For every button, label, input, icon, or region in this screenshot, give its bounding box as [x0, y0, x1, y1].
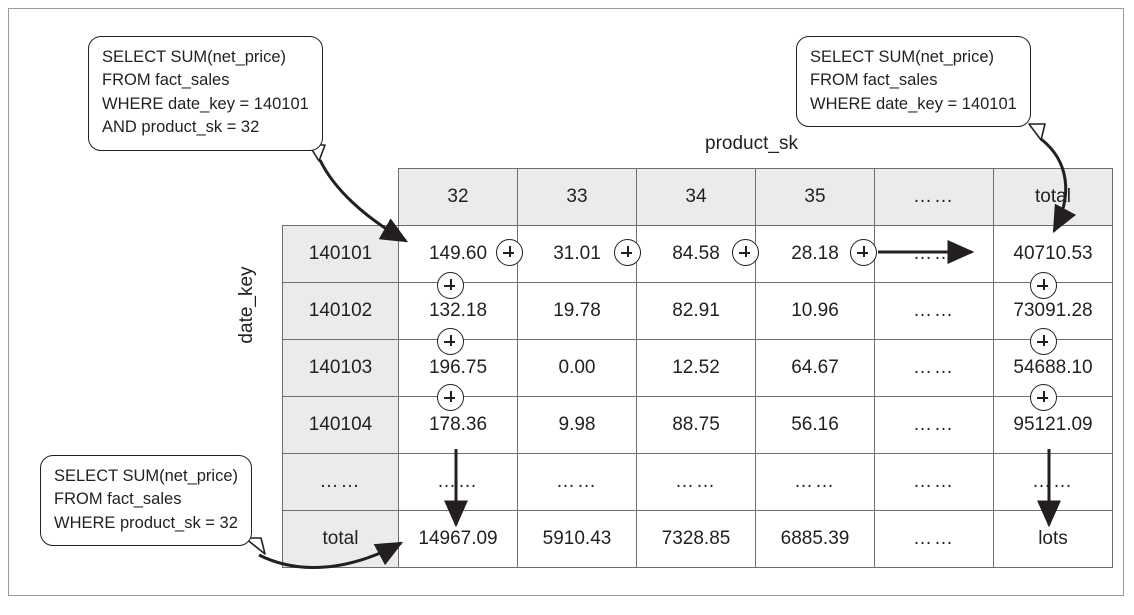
table-row: 140103 196.75 0.00 12.52 64.67 …… 54688.…: [282, 339, 1113, 397]
row-header-total: total: [282, 510, 399, 568]
cell-ellipsis-ellipsis: ……: [874, 453, 994, 511]
cell-ellipsis-total: ……: [993, 453, 1113, 511]
column-axis-label: product_sk: [705, 133, 798, 154]
cell-140102-33: 19.78: [517, 282, 637, 340]
callout-top-left: SELECT SUM(net_price) FROM fact_sales WH…: [88, 36, 323, 151]
cell-total-32: 14967.09: [398, 510, 518, 568]
cell-140104-33: 9.98: [517, 396, 637, 454]
plus-icon-col32-row3-4: [437, 384, 464, 411]
row-header-140102: 140102: [282, 282, 399, 340]
diagram-frame: product_sk date_key 32 33 34 35 …… total…: [8, 8, 1124, 596]
callout-bottom-left: SELECT SUM(net_price) FROM fact_sales WH…: [40, 455, 253, 547]
fact-sales-matrix: 32 33 34 35 …… total 140101 149.60 31.01…: [282, 168, 1113, 568]
cell-total-total: lots: [993, 510, 1113, 568]
row-header-140101: 140101: [282, 225, 399, 283]
cell-140102-ellipsis: ……: [874, 282, 994, 340]
cell-total-35: 6885.39: [755, 510, 875, 568]
row-header-ellipsis: ……: [282, 453, 399, 511]
cell-ellipsis-34: ……: [636, 453, 756, 511]
row-header-140104: 140104: [282, 396, 399, 454]
table-row: 140102 132.18 19.78 82.91 10.96 …… 73091…: [282, 282, 1113, 340]
column-header-32: 32: [398, 168, 518, 226]
cell-total-33: 5910.43: [517, 510, 637, 568]
cell-140103-33: 0.00: [517, 339, 637, 397]
column-header-35: 35: [755, 168, 875, 226]
cell-140101-ellipsis: ……: [874, 225, 994, 283]
corner-stub: [283, 169, 399, 226]
row-axis-label: date_key: [236, 266, 257, 344]
plus-icon-col32-row2-3: [437, 328, 464, 355]
cell-total-34: 7328.85: [636, 510, 756, 568]
cell-140103-34: 12.52: [636, 339, 756, 397]
column-header-total: total: [993, 168, 1113, 226]
plus-icon-row1-col34-35: [732, 239, 759, 266]
table-row: 140101 149.60 31.01 84.58 28.18 …… 40710…: [282, 225, 1113, 283]
cell-total-ellipsis: ……: [874, 510, 994, 568]
cell-ellipsis-32: ……: [398, 453, 518, 511]
cell-140104-34: 88.75: [636, 396, 756, 454]
plus-icon-row1-col35-dots: [850, 239, 877, 266]
plus-icon-total-row1-2: [1030, 272, 1057, 299]
plus-icon-col32-row1-2: [437, 272, 464, 299]
cell-140104-ellipsis: ……: [874, 396, 994, 454]
plus-icon-total-row3-4: [1030, 384, 1057, 411]
table-row: …… …… …… …… …… …… ……: [282, 453, 1113, 511]
cell-140102-34: 82.91: [636, 282, 756, 340]
cell-140104-35: 56.16: [755, 396, 875, 454]
cell-140103-ellipsis: ……: [874, 339, 994, 397]
cell-140102-35: 10.96: [755, 282, 875, 340]
column-header-ellipsis: ……: [874, 168, 994, 226]
plus-icon-row1-col33-34: [614, 239, 641, 266]
callout-top-right: SELECT SUM(net_price) FROM fact_sales WH…: [796, 36, 1031, 128]
plus-icon-row1-col32-33: [496, 239, 523, 266]
table-header-row: 32 33 34 35 …… total: [283, 168, 1113, 226]
cell-140101-total: 40710.53: [993, 225, 1113, 283]
cell-ellipsis-35: ……: [755, 453, 875, 511]
row-header-140103: 140103: [282, 339, 399, 397]
table-row: 140104 178.36 9.98 88.75 56.16 …… 95121.…: [282, 396, 1113, 454]
table-row: total 14967.09 5910.43 7328.85 6885.39 ……: [282, 510, 1113, 568]
cell-140103-35: 64.67: [755, 339, 875, 397]
cell-ellipsis-33: ……: [517, 453, 637, 511]
plus-icon-total-row2-3: [1030, 328, 1057, 355]
column-header-33: 33: [517, 168, 637, 226]
column-header-34: 34: [636, 168, 756, 226]
